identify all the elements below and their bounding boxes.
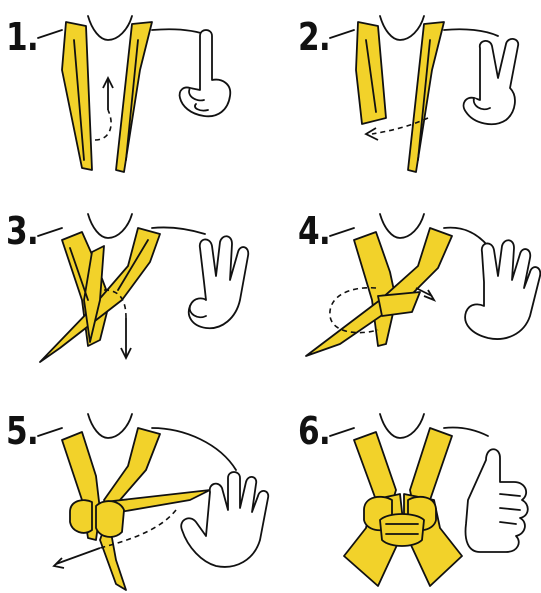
fingers-three-icon xyxy=(189,236,248,328)
step-6-illustration xyxy=(330,414,488,586)
open-hand-five-icon xyxy=(181,472,268,567)
step-5-illustration xyxy=(38,414,236,590)
step-4-illustration xyxy=(306,214,488,356)
finger-one-icon xyxy=(180,30,231,116)
step-3-illustration xyxy=(38,214,205,362)
step-2-illustration xyxy=(330,16,498,172)
fingers-four-icon xyxy=(465,240,540,339)
fingers-two-icon xyxy=(464,39,519,124)
thumbs-up-icon xyxy=(466,449,528,552)
